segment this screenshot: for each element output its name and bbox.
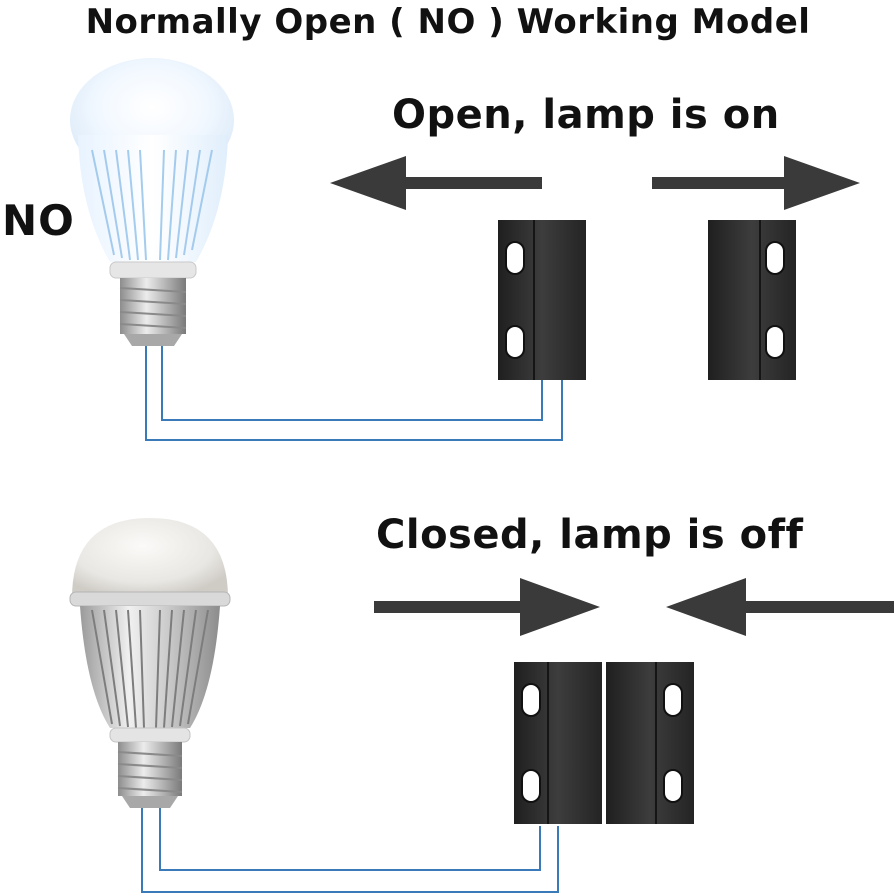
arrow-right-icon — [652, 156, 860, 210]
magnet-icon — [606, 662, 694, 824]
arrow-right-icon — [374, 578, 600, 636]
lamp-on-icon — [70, 58, 234, 346]
reed-switch-icon — [498, 220, 586, 380]
closed-state-caption: Closed, lamp is off — [376, 512, 804, 558]
arrow-left-icon — [330, 156, 542, 210]
lamp-off-icon — [69, 518, 231, 808]
open-state-caption: Open, lamp is on — [392, 92, 780, 138]
diagram-title: Normally Open ( NO ) Working Model — [85, 2, 811, 42]
magnet-icon — [708, 220, 796, 380]
wire-bottom — [141, 808, 559, 893]
reed-switch-icon — [514, 662, 602, 824]
mode-label: NO — [2, 196, 75, 245]
arrow-left-icon — [666, 578, 894, 636]
wire-top — [145, 346, 563, 441]
